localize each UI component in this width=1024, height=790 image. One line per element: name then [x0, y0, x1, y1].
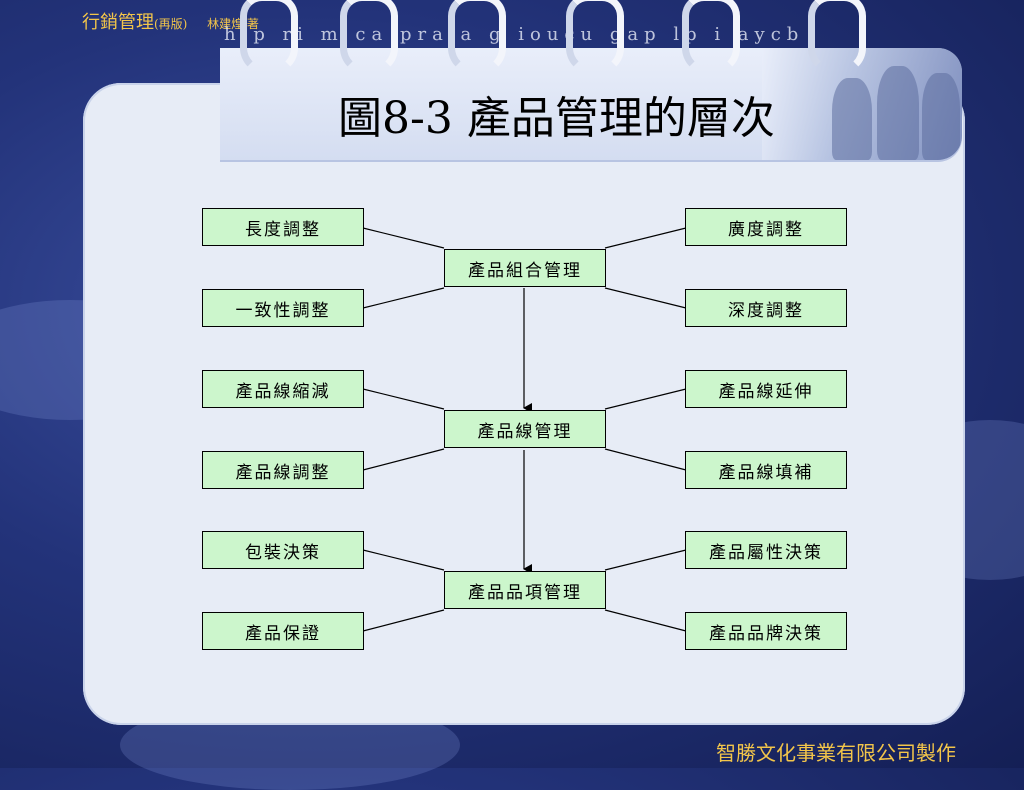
person-silhouette — [922, 73, 960, 160]
footer-publisher: 智勝文化事業有限公司製作 — [716, 741, 956, 765]
node-line-adjust: 產品線調整 — [202, 451, 364, 489]
node-line-extend: 產品線延伸 — [685, 370, 847, 408]
binder-ring-icon — [240, 0, 298, 74]
connector-line — [604, 227, 687, 249]
node-attribute: 產品屬性決策 — [685, 531, 847, 569]
node-breadth: 廣度調整 — [685, 208, 847, 246]
connector-line — [604, 287, 687, 309]
binder-ring-icon — [566, 0, 624, 74]
binder-ring-icon — [340, 0, 398, 74]
connector-line — [362, 549, 445, 571]
edition-label: (再版) — [154, 17, 188, 31]
node-depth: 深度調整 — [685, 289, 847, 327]
person-silhouette — [877, 66, 919, 160]
diagram-connectors — [362, 227, 687, 632]
connector-line — [362, 388, 445, 410]
node-brand: 產品品牌決策 — [685, 612, 847, 650]
connector-line — [604, 448, 687, 471]
connector-line — [362, 227, 445, 249]
node-product-item: 產品品項管理 — [444, 571, 606, 609]
node-line-reduce: 產品線縮減 — [202, 370, 364, 408]
binder-ring-icon — [682, 0, 740, 74]
connector-line — [362, 609, 445, 632]
connector-line — [362, 448, 445, 471]
node-product-line: 產品線管理 — [444, 410, 606, 448]
node-consistency: 一致性調整 — [202, 289, 364, 327]
connector-line — [362, 287, 445, 309]
connector-line — [604, 388, 687, 410]
binder-ring-icon — [448, 0, 506, 74]
binder-ring-icon — [808, 0, 866, 74]
wire-text: h p ri m ca pra a g ioucu gap lp i aycb — [224, 24, 805, 45]
person-silhouette — [832, 78, 872, 160]
node-line-fill: 產品線填補 — [685, 451, 847, 489]
node-length: 長度調整 — [202, 208, 364, 246]
node-product-mix: 產品組合管理 — [444, 249, 606, 287]
book-title: 行銷管理 — [82, 12, 154, 33]
people-photo — [762, 48, 962, 160]
node-warranty: 產品保證 — [202, 612, 364, 650]
connector-line — [604, 549, 687, 571]
node-packaging: 包裝決策 — [202, 531, 364, 569]
connector-line — [604, 609, 687, 632]
page-title: 圖8-3 產品管理的層次 — [338, 93, 775, 144]
